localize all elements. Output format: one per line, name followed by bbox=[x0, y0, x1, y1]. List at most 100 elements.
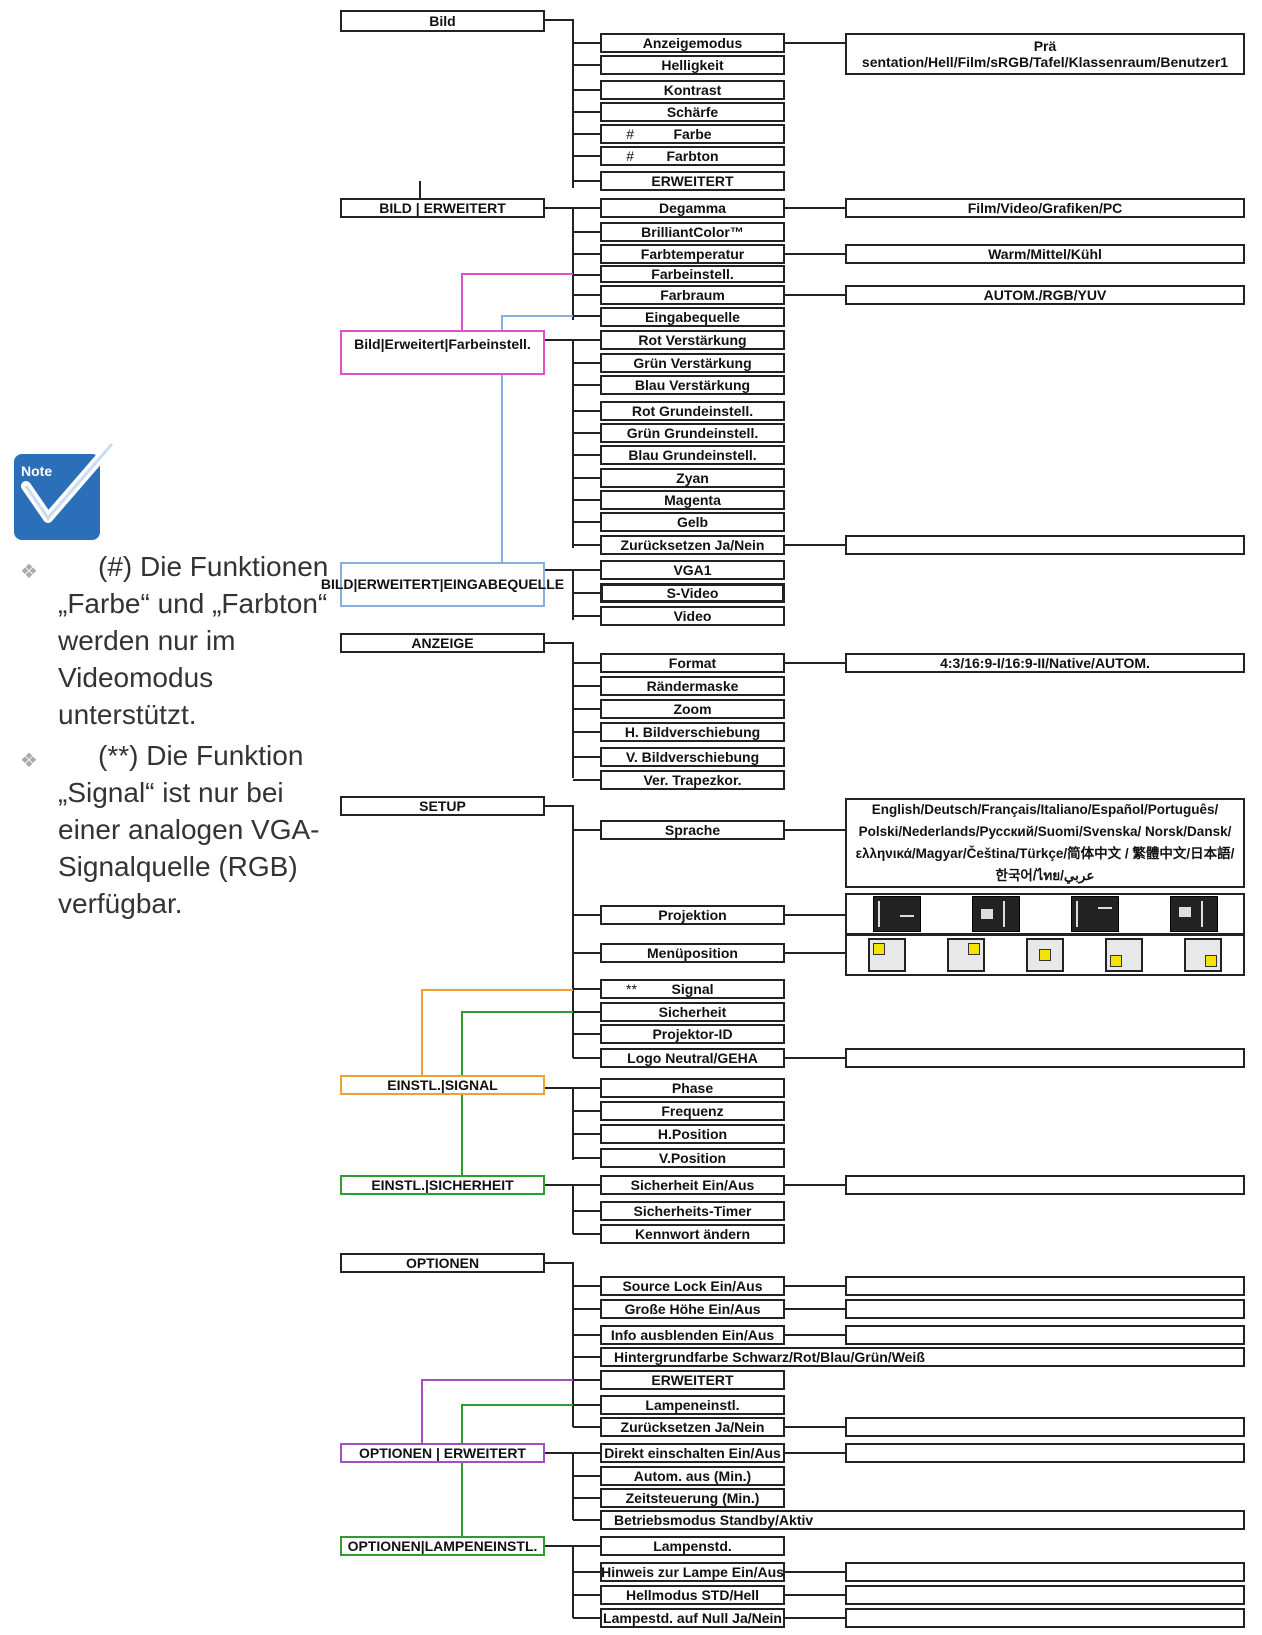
menu-position-top-left-icon bbox=[867, 938, 906, 972]
menu-optionen-lampe: OPTIONEN|LAMPENEINSTL. bbox=[340, 1536, 545, 1556]
menu-eingabequelle: BILD|ERWEITERT|EINGABEQUELLE bbox=[321, 562, 564, 607]
item-rot-grundeinstell: Rot Grundeinstell. bbox=[600, 401, 785, 421]
options-farbraum: AUTOM./RGB/YUV bbox=[845, 285, 1245, 305]
item-zuruecksetzen: Zurücksetzen Ja/Nein bbox=[600, 535, 785, 555]
options-sprache: English/Deutsch/Français/Italiano/Españo… bbox=[845, 798, 1245, 888]
item-projektion: Projektion bbox=[600, 905, 785, 925]
options-empty bbox=[845, 1299, 1245, 1319]
item-farbeinstell: Farbeinstell. bbox=[600, 265, 785, 283]
menu-position-bottom-left-icon bbox=[1105, 938, 1144, 972]
item-projektor-id: Projektor-ID bbox=[600, 1024, 785, 1044]
item-sprache: Sprache bbox=[600, 820, 785, 840]
item-label: Signal bbox=[671, 980, 714, 997]
menu-position-top-right-icon bbox=[946, 938, 985, 972]
options-line: Prä bbox=[1033, 37, 1057, 54]
item-v-bildverschiebung: V. Bildverschiebung bbox=[600, 747, 785, 767]
item-info-ausblenden: Info ausblenden Ein/Aus bbox=[600, 1325, 785, 1345]
menu-position-center-icon bbox=[1025, 938, 1064, 972]
item-v-position: V.Position bbox=[600, 1148, 785, 1168]
item-raendermaske: Rändermaske bbox=[600, 676, 785, 696]
menu-position-bottom-right-icon bbox=[1184, 938, 1223, 972]
item-blau-verstaerkung: Blau Verstärkung bbox=[600, 375, 785, 395]
signal-mark: ** bbox=[626, 980, 637, 997]
note-item-text: Die Funktion „Signal“ ist nur bei einer … bbox=[58, 740, 320, 919]
item-opt-zuruecksetzen: Zurücksetzen Ja/Nein bbox=[600, 1417, 785, 1437]
projection-rear-icon bbox=[971, 896, 1020, 932]
item-source-lock: Source Lock Ein/Aus bbox=[600, 1276, 785, 1296]
menu-farbeinstell: Bild|Erweitert|Farbeinstell. bbox=[340, 330, 545, 375]
item-logo: Logo Neutral/GEHA bbox=[600, 1048, 785, 1068]
item-eingabequelle: Eingabequelle bbox=[600, 307, 785, 327]
item-erweitert: ERWEITERT bbox=[600, 171, 785, 191]
menu-bild-erweitert: BILD | ERWEITERT bbox=[340, 198, 545, 218]
item-grosse-hoehe: Große Höhe Ein/Aus bbox=[600, 1299, 785, 1319]
item-brilliantcolor: BrilliantColor™ bbox=[600, 222, 785, 242]
item-degamma: Degamma bbox=[600, 198, 785, 218]
note-item-text: Die Funktionen „Farbe“ und „Farbton“ wer… bbox=[58, 551, 329, 730]
item-zeitsteuerung: Zeitsteuerung (Min.) bbox=[600, 1488, 785, 1508]
menu-optionen-erweitert: OPTIONEN | ERWEITERT bbox=[340, 1443, 545, 1463]
projection-front-icon bbox=[872, 896, 921, 932]
options-empty bbox=[845, 1608, 1245, 1628]
options-anzeigemodus: Prä sentation/Hell/Film/sRGB/Tafel/Klass… bbox=[845, 33, 1245, 75]
item-format: Format bbox=[600, 653, 785, 673]
item-video: Video bbox=[600, 606, 785, 626]
options-line: sentation/Hell/Film/sRGB/Tafel/Klassenra… bbox=[861, 54, 1229, 70]
item-direkt-einschalten: Direkt einschalten Ein/Aus bbox=[600, 1443, 785, 1463]
options-format: 4:3/16:9-I/16:9-II/Native/AUTOM. bbox=[845, 653, 1245, 673]
item-farbe: # Farbe bbox=[600, 124, 785, 144]
menu-setup: SETUP bbox=[340, 796, 545, 816]
item-signal: ** Signal bbox=[600, 979, 785, 999]
item-magenta: Magenta bbox=[600, 490, 785, 510]
item-optionen-erweitert: ERWEITERT bbox=[600, 1370, 785, 1390]
options-empty bbox=[845, 1276, 1245, 1296]
note-marker: (#) bbox=[98, 551, 133, 582]
diamond-bullet-icon: ❖ bbox=[20, 750, 38, 772]
projection-ceiling-rear-icon bbox=[1169, 896, 1218, 932]
options-empty bbox=[845, 1443, 1245, 1463]
item-rot-verstaerkung: Rot Verstärkung bbox=[600, 330, 785, 350]
options-empty bbox=[845, 1175, 1245, 1195]
options-projektion bbox=[845, 893, 1245, 935]
item-label: Farbton bbox=[666, 147, 719, 164]
note-checkmark-icon: Note bbox=[14, 440, 116, 540]
item-hinweis-lampe: Hinweis zur Lampe Ein/Aus bbox=[600, 1562, 785, 1582]
hash-mark: # bbox=[626, 147, 634, 164]
options-menueposition bbox=[845, 934, 1245, 976]
options-degamma: Film/Video/Grafiken/PC bbox=[845, 198, 1245, 218]
item-menueposition: Menüposition bbox=[600, 943, 785, 963]
item-phase: Phase bbox=[600, 1078, 785, 1098]
item-s-video: S-Video bbox=[600, 583, 785, 603]
item-label: Farbe bbox=[673, 125, 712, 142]
item-trapezkor: Ver. Trapezkor. bbox=[600, 770, 785, 790]
item-farbton: # Farbton bbox=[600, 146, 785, 166]
item-lampestd-null: Lampestd. auf Null Ja/Nein bbox=[600, 1608, 785, 1628]
item-anzeigemodus: Anzeigemodus bbox=[600, 33, 785, 53]
item-sicherheits-timer: Sicherheits-Timer bbox=[600, 1201, 785, 1221]
menu-einstl-sicherheit: EINSTL.|SICHERHEIT bbox=[340, 1175, 545, 1195]
item-lampeneinstl: Lampeneinstl. bbox=[600, 1395, 785, 1415]
item-schaerfe: Schärfe bbox=[600, 102, 785, 122]
item-zoom: Zoom bbox=[600, 699, 785, 719]
item-frequenz: Frequenz bbox=[600, 1101, 785, 1121]
menu-bild: Bild bbox=[340, 10, 545, 32]
options-empty bbox=[845, 1325, 1245, 1345]
item-gelb: Gelb bbox=[600, 512, 785, 532]
note-item: ❖ (#) Die Funktionen „Farbe“ und „Farbto… bbox=[20, 548, 335, 733]
item-helligkeit: Helligkeit bbox=[600, 55, 785, 75]
projection-ceiling-front-icon bbox=[1070, 896, 1119, 932]
item-autom-aus: Autom. aus (Min.) bbox=[600, 1466, 785, 1486]
item-gruen-grundeinstell: Grün Grundeinstell. bbox=[600, 423, 785, 443]
menu-optionen: OPTIONEN bbox=[340, 1253, 545, 1273]
options-empty bbox=[845, 1585, 1245, 1605]
item-farbtemperatur: Farbtemperatur bbox=[600, 244, 785, 264]
item-gruen-verstaerkung: Grün Verstärkung bbox=[600, 353, 785, 373]
item-farbraum: Farbraum bbox=[600, 285, 785, 305]
item-kontrast: Kontrast bbox=[600, 80, 785, 100]
hash-mark: # bbox=[626, 125, 634, 142]
note-marker: (**) bbox=[98, 740, 139, 771]
menu-einstl-signal: EINSTL.|SIGNAL bbox=[340, 1075, 545, 1095]
item-blau-grundeinstell: Blau Grundeinstell. bbox=[600, 445, 785, 465]
note-text: ❖ (#) Die Funktionen „Farbe“ und „Farbto… bbox=[20, 548, 335, 926]
